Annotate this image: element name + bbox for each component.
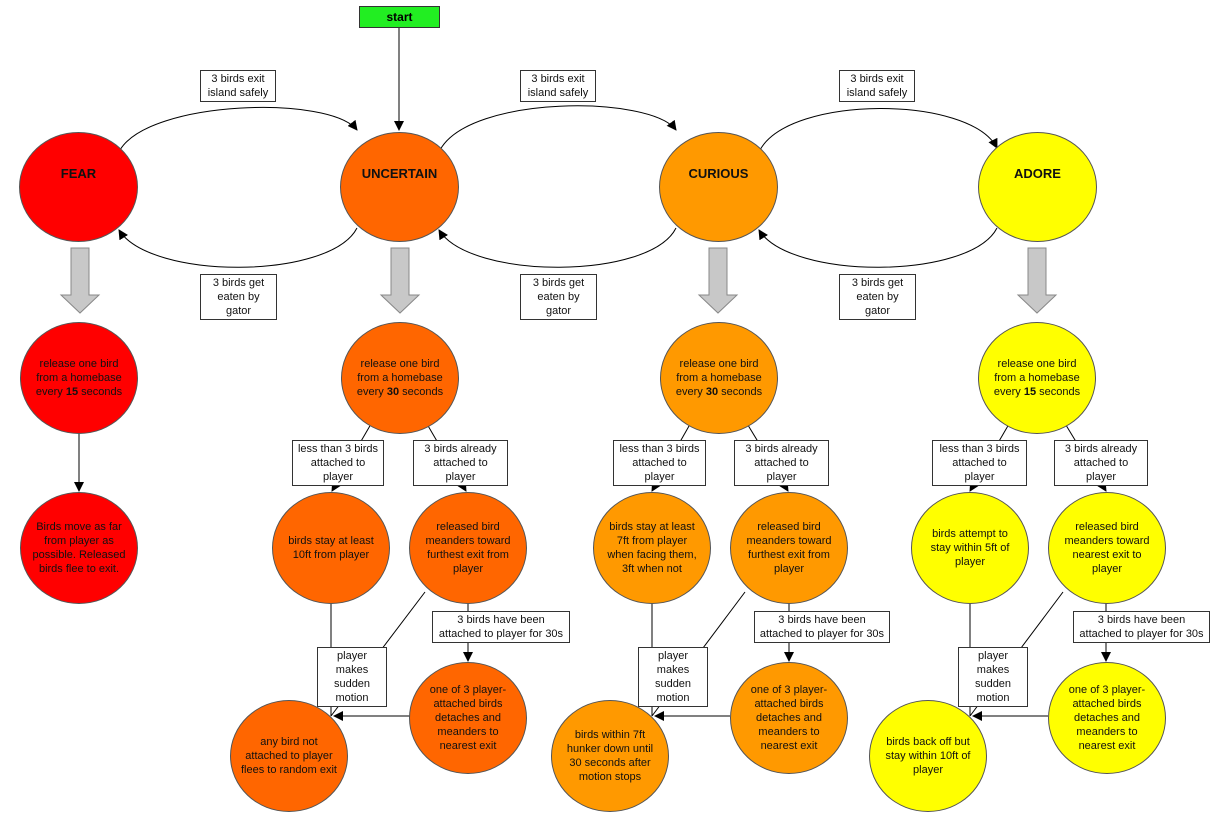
curious-cond-sudden: player makes sudden motion — [638, 647, 708, 707]
adore-stay-node: birds attempt to stay within 5ft of play… — [911, 492, 1029, 604]
fear-release-suffix: seconds — [81, 386, 123, 398]
curious-release-suffix: seconds — [721, 386, 763, 398]
curious-meander-node: released bird meanders toward furthest e… — [730, 492, 848, 604]
uncertain-release-node: release one bird from a homebase every 3… — [341, 322, 459, 434]
curious-cond-30s: 3 birds have been attached to player for… — [754, 611, 890, 643]
adore-stay-text: birds attempt to stay within 5ft of play… — [930, 528, 1010, 568]
curious-release-seconds: 30 — [705, 386, 719, 398]
curious-down-arrow — [697, 247, 739, 314]
uncertain-detach-node: one of 3 player-attached birds detaches … — [409, 662, 527, 774]
label-eaten-2: 3 birds get eaten by gator — [520, 274, 597, 320]
state-uncertain-label: UNCERTAIN — [361, 166, 438, 181]
adore-cond-already: 3 birds already attached to player — [1054, 440, 1148, 486]
label-exit-safely-3: 3 birds exit island safely — [839, 70, 915, 102]
state-adore: ADORE — [978, 132, 1097, 242]
arc-fear-to-uncertain — [119, 106, 358, 151]
state-fear: FEAR — [19, 132, 138, 242]
label-eaten-1: 3 birds get eaten by gator — [200, 274, 277, 320]
adore-down-arrow — [1016, 247, 1058, 314]
uncertain-meander-node: released bird meanders toward furthest e… — [409, 492, 527, 604]
uncertain-release-seconds: 30 — [386, 386, 400, 398]
uncertain-cond-sudden: player makes sudden motion — [317, 647, 387, 707]
state-adore-label: ADORE — [1014, 166, 1061, 181]
curious-hunker-node: birds within 7ft hunker down until 30 se… — [551, 700, 669, 812]
fear-behavior-node: Birds move as far from player as possibl… — [20, 492, 138, 604]
curious-meander-text: released bird meanders toward furthest e… — [746, 521, 832, 575]
curious-release-text: release one bird from a homebase every — [675, 358, 762, 398]
fear-release-node: release one bird from a homebase every 1… — [20, 322, 138, 434]
arc-curious-to-uncertain — [438, 227, 677, 268]
state-curious: CURIOUS — [659, 132, 778, 242]
curious-cond-already: 3 birds already attached to player — [734, 440, 829, 486]
uncertain-meander-text: released bird meanders toward furthest e… — [425, 521, 511, 575]
uncertain-release-suffix: seconds — [402, 386, 444, 398]
adore-cond-sudden: player makes sudden motion — [958, 647, 1028, 707]
uncertain-cond-30s: 3 birds have been attached to player for… — [432, 611, 570, 643]
label-exit-safely-1: 3 birds exit island safely — [200, 70, 276, 102]
adore-cond-30s: 3 birds have been attached to player for… — [1073, 611, 1210, 643]
curious-release-node: release one bird from a homebase every 3… — [660, 322, 778, 434]
curious-cond-less: less than 3 birds attached to player — [613, 440, 706, 486]
fear-behavior-text: Birds move as far from player as possibl… — [32, 521, 126, 575]
arc-uncertain-to-curious — [439, 105, 677, 151]
uncertain-stay-node: birds stay at least 10ft from player — [272, 492, 390, 604]
label-eaten-3: 3 birds get eaten by gator — [839, 274, 916, 320]
curious-detach-node: one of 3 player-attached birds detaches … — [730, 662, 848, 774]
uncertain-flee-text: any bird not attached to player flees to… — [241, 736, 337, 776]
adore-meander-text: released bird meanders toward nearest ex… — [1064, 521, 1150, 575]
label-exit-safely-2: 3 birds exit island safely — [520, 70, 596, 102]
uncertain-cond-less: less than 3 birds attached to player — [292, 440, 384, 486]
uncertain-cond-already: 3 birds already attached to player — [413, 440, 508, 486]
adore-detach-text: one of 3 player-attached birds detaches … — [1068, 684, 1146, 752]
uncertain-detach-text: one of 3 player-attached birds detaches … — [429, 684, 507, 752]
adore-release-node: release one bird from a homebase every 1… — [978, 322, 1096, 434]
adore-release-seconds: 15 — [1023, 386, 1037, 398]
fear-down-arrow — [59, 247, 101, 314]
curious-stay-node: birds stay at least 7ft from player when… — [593, 492, 711, 604]
arc-adore-to-curious — [758, 227, 998, 268]
state-uncertain: UNCERTAIN — [340, 132, 459, 242]
adore-cond-less: less than 3 birds attached to player — [932, 440, 1027, 486]
adore-release-suffix: seconds — [1039, 386, 1081, 398]
adore-release-text: release one bird from a homebase every — [993, 358, 1080, 398]
uncertain-release-text: release one bird from a homebase every — [356, 358, 443, 398]
fear-release-text: release one bird from a homebase every — [35, 358, 122, 398]
start-node: start — [359, 6, 440, 28]
arc-curious-to-adore — [759, 108, 998, 151]
fear-release-seconds: 15 — [65, 386, 79, 398]
state-curious-label: CURIOUS — [688, 166, 749, 181]
adore-backoff-node: birds back off but stay within 10ft of p… — [869, 700, 987, 812]
adore-detach-node: one of 3 player-attached birds detaches … — [1048, 662, 1166, 774]
uncertain-down-arrow — [379, 247, 421, 314]
curious-hunker-text: birds within 7ft hunker down until 30 se… — [566, 729, 654, 783]
curious-detach-text: one of 3 player-attached birds detaches … — [750, 684, 828, 752]
adore-backoff-text: birds back off but stay within 10ft of p… — [885, 736, 971, 776]
state-fear-label: FEAR — [60, 166, 97, 181]
arc-uncertain-to-fear — [118, 227, 358, 268]
curious-stay-text: birds stay at least 7ft from player when… — [607, 521, 697, 575]
uncertain-stay-text: birds stay at least 10ft from player — [288, 535, 374, 561]
adore-meander-node: released bird meanders toward nearest ex… — [1048, 492, 1166, 604]
uncertain-flee-node: any bird not attached to player flees to… — [230, 700, 348, 812]
